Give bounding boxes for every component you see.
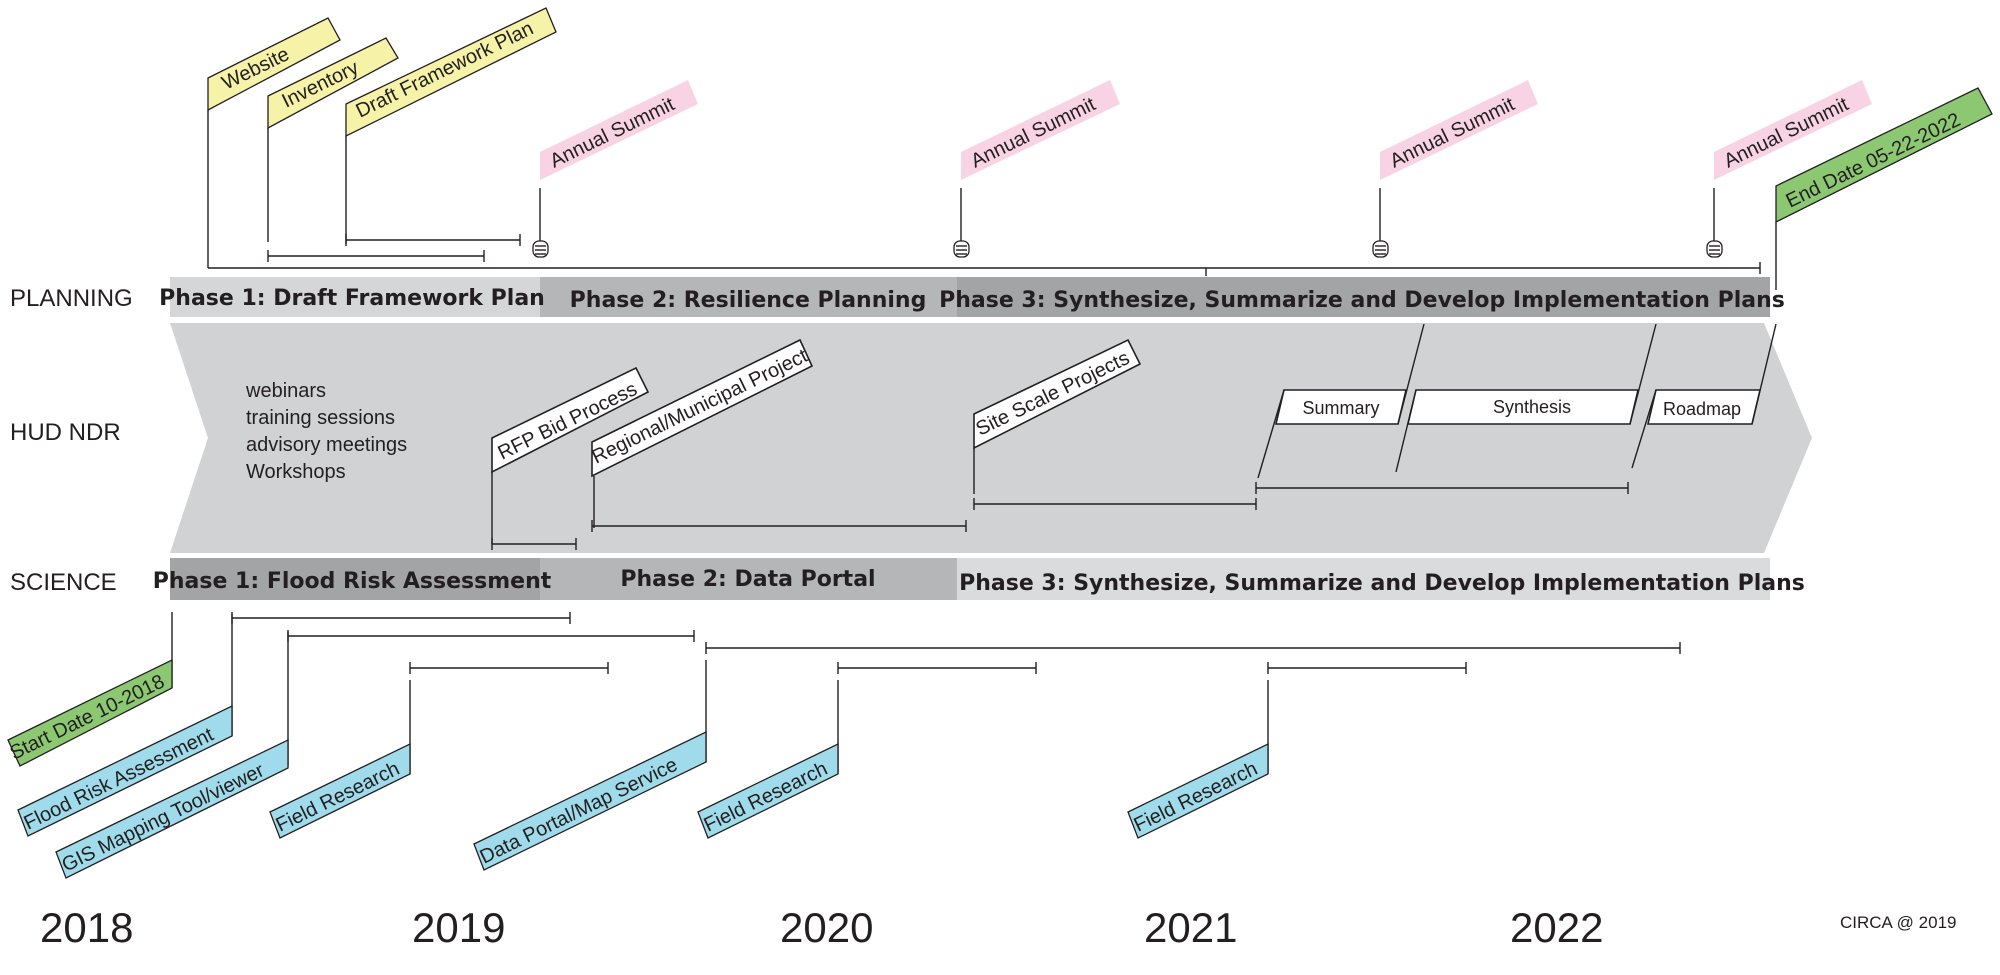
- planning-phase-1-label: Phase 1: Draft Framework Plan: [159, 286, 545, 311]
- credit-text: CIRCA @ 2019: [1840, 913, 1956, 932]
- flag-field-research-1: [269, 742, 411, 839]
- flag-summit-3-label: Annual Summit: [1387, 93, 1519, 172]
- flag-gis-mapping: [55, 738, 289, 879]
- summit-4-icon: [1706, 240, 1723, 258]
- flag-field-research-1-label: Field Research: [273, 758, 404, 837]
- planning-phase-1-bar: [170, 277, 540, 317]
- flag-regional-municipal: [591, 338, 814, 478]
- box-roadmap-label: Roadmap: [1663, 399, 1741, 419]
- summit-2-icon: [953, 240, 970, 258]
- year-axis: 2018 2019 2020 2021 2022: [40, 904, 1603, 951]
- flag-website: [207, 17, 341, 112]
- science-flags: Flood Risk Assessment GIS Mapping Tool/v…: [17, 614, 1269, 879]
- science-phase-2-label: Phase 2: Data Portal: [620, 567, 875, 592]
- hud-activity-advisory: advisory meetings: [246, 434, 407, 456]
- flag-summit-1: [540, 80, 698, 180]
- box-summary-label: Summary: [1302, 398, 1379, 418]
- planning-phase-2-bar: [540, 277, 957, 317]
- flag-end-date: [1775, 87, 1993, 224]
- science-brackets: [231, 612, 1681, 674]
- summit-1-icon: [532, 240, 549, 258]
- science-phase-3-bar: [957, 558, 1770, 600]
- year-2021: 2021: [1144, 904, 1237, 951]
- year-2022: 2022: [1510, 904, 1603, 951]
- science-phase-1-label: Phase 1: Flood Risk Assessment: [153, 569, 552, 594]
- flag-inventory: [267, 37, 399, 130]
- hud-activity-training: training sessions: [246, 407, 395, 429]
- hud-activity-webinars: webinars: [245, 380, 326, 402]
- summit-flags: Annual Summit Annual Summit Annual Summi…: [532, 80, 1872, 258]
- flag-summit-1-label: Annual Summit: [547, 93, 679, 172]
- planning-flags: Website Inventory Draft Framework Plan: [207, 7, 557, 268]
- flag-summit-2: [961, 80, 1120, 180]
- flag-site-scale: [973, 338, 1142, 450]
- hud-activity-workshops: Workshops: [246, 461, 346, 483]
- flag-summit-4: [1714, 80, 1872, 180]
- planning-phases: Phase 1: Draft Framework Plan Phase 2: R…: [159, 277, 1785, 317]
- flag-rfp-bid: [491, 366, 650, 474]
- flag-field-research-3: [1127, 742, 1269, 839]
- flag-data-portal: [473, 730, 707, 871]
- year-2018: 2018: [40, 904, 133, 951]
- year-2019: 2019: [412, 904, 505, 951]
- flag-field-research-2: [697, 742, 839, 839]
- science-phase-3-label: Phase 3: Synthesize, Summarize and Devel…: [959, 571, 1805, 596]
- flag-data-portal-label: Data Portal/Map Service: [477, 754, 681, 869]
- planning-phase-2-label: Phase 2: Resilience Planning: [570, 288, 927, 313]
- flag-flood-risk: [17, 704, 233, 837]
- start-date-flag-group: Start Date 10-2018: [7, 612, 173, 767]
- flag-field-research-3-label: Field Research: [1131, 758, 1262, 837]
- hud-brackets: [491, 482, 1629, 550]
- planning-phase-3-bar: [957, 277, 1770, 317]
- box-synthesis-label: Synthesis: [1493, 397, 1571, 417]
- flag-summit-3: [1380, 80, 1538, 180]
- flag-start-date: [7, 658, 173, 767]
- summit-3-icon: [1372, 240, 1389, 258]
- flag-draft-framework-plan: [345, 7, 557, 138]
- planning-brackets: [208, 234, 1761, 276]
- row-label-hud-ndr: HUD NDR: [10, 419, 121, 446]
- science-phase-1-bar: [170, 558, 540, 600]
- science-phase-2-bar: [540, 558, 957, 600]
- science-phases: Phase 1: Flood Risk Assessment Phase 2: …: [153, 558, 1805, 600]
- hud-boxes: Summary Synthesis Roadmap: [1257, 323, 1777, 479]
- row-label-science: SCIENCE: [10, 569, 117, 596]
- planning-phase-3-label: Phase 3: Synthesize, Summarize and Devel…: [939, 288, 1785, 313]
- row-label-planning: PLANNING: [10, 285, 133, 312]
- flag-summit-2-label: Annual Summit: [968, 93, 1100, 172]
- flag-field-research-2-label: Field Research: [701, 758, 832, 837]
- year-2020: 2020: [780, 904, 873, 951]
- hud-activities-list: webinars training sessions advisory meet…: [245, 380, 407, 483]
- flag-draft-framework-plan-label: Draft Framework Plan: [353, 17, 537, 122]
